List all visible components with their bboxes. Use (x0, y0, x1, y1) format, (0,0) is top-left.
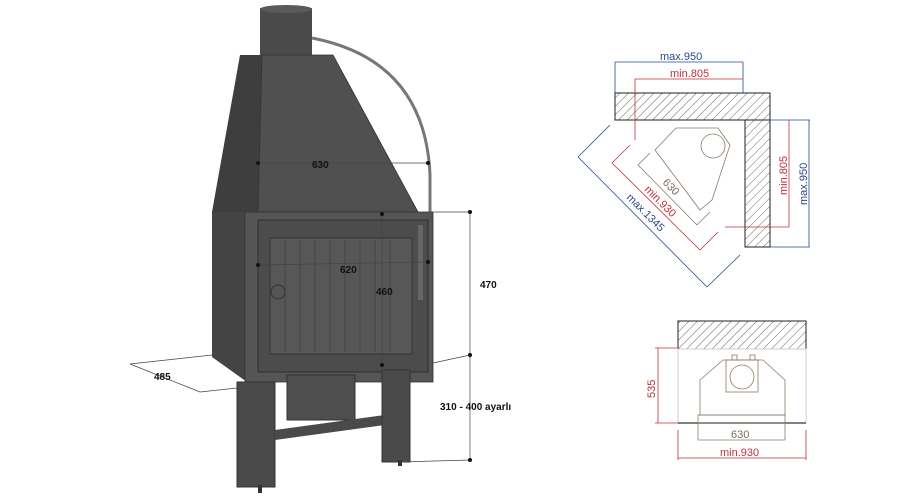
wall-installation-plan: 535 630 min.930 (646, 320, 807, 460)
dim-diag-630: 630 (660, 177, 681, 198)
dim-depth-535: 535 (646, 380, 658, 398)
dim-max-950-side: max.950 (798, 163, 810, 205)
dim-depth: 485 (154, 372, 171, 383)
ash-box (286, 374, 356, 421)
dim-glass-height: 460 (376, 287, 393, 298)
dim-min-805-top: min.805 (670, 68, 709, 80)
dim-body-height: 470 (480, 280, 497, 291)
dim-max-950-top: max.950 (660, 51, 702, 63)
air-control-knob (270, 284, 286, 300)
dim-glass-width: 620 (340, 265, 357, 276)
leg-right (381, 369, 411, 463)
leg-left (236, 381, 276, 488)
corner-installation-plan: max.950 min.805 min.805 max.950 630 min.… (577, 51, 810, 288)
dim-min-805-side: min.805 (778, 156, 790, 195)
hood-side (212, 55, 262, 212)
fireplace-3d-view: 630 620 460 470 485 310 - 400 ayarlı (129, 5, 511, 493)
dim-hood-width: 630 (312, 160, 329, 171)
glass (269, 237, 413, 355)
dim-min-930: min.930 (720, 447, 759, 459)
door-handle (418, 225, 423, 300)
crossbar (275, 415, 385, 440)
convection-pipe (311, 36, 432, 215)
dim-width-630: 630 (731, 429, 749, 441)
chimney-flue (260, 8, 312, 58)
dim-leg-height: 310 - 400 ayarlı (440, 402, 511, 413)
